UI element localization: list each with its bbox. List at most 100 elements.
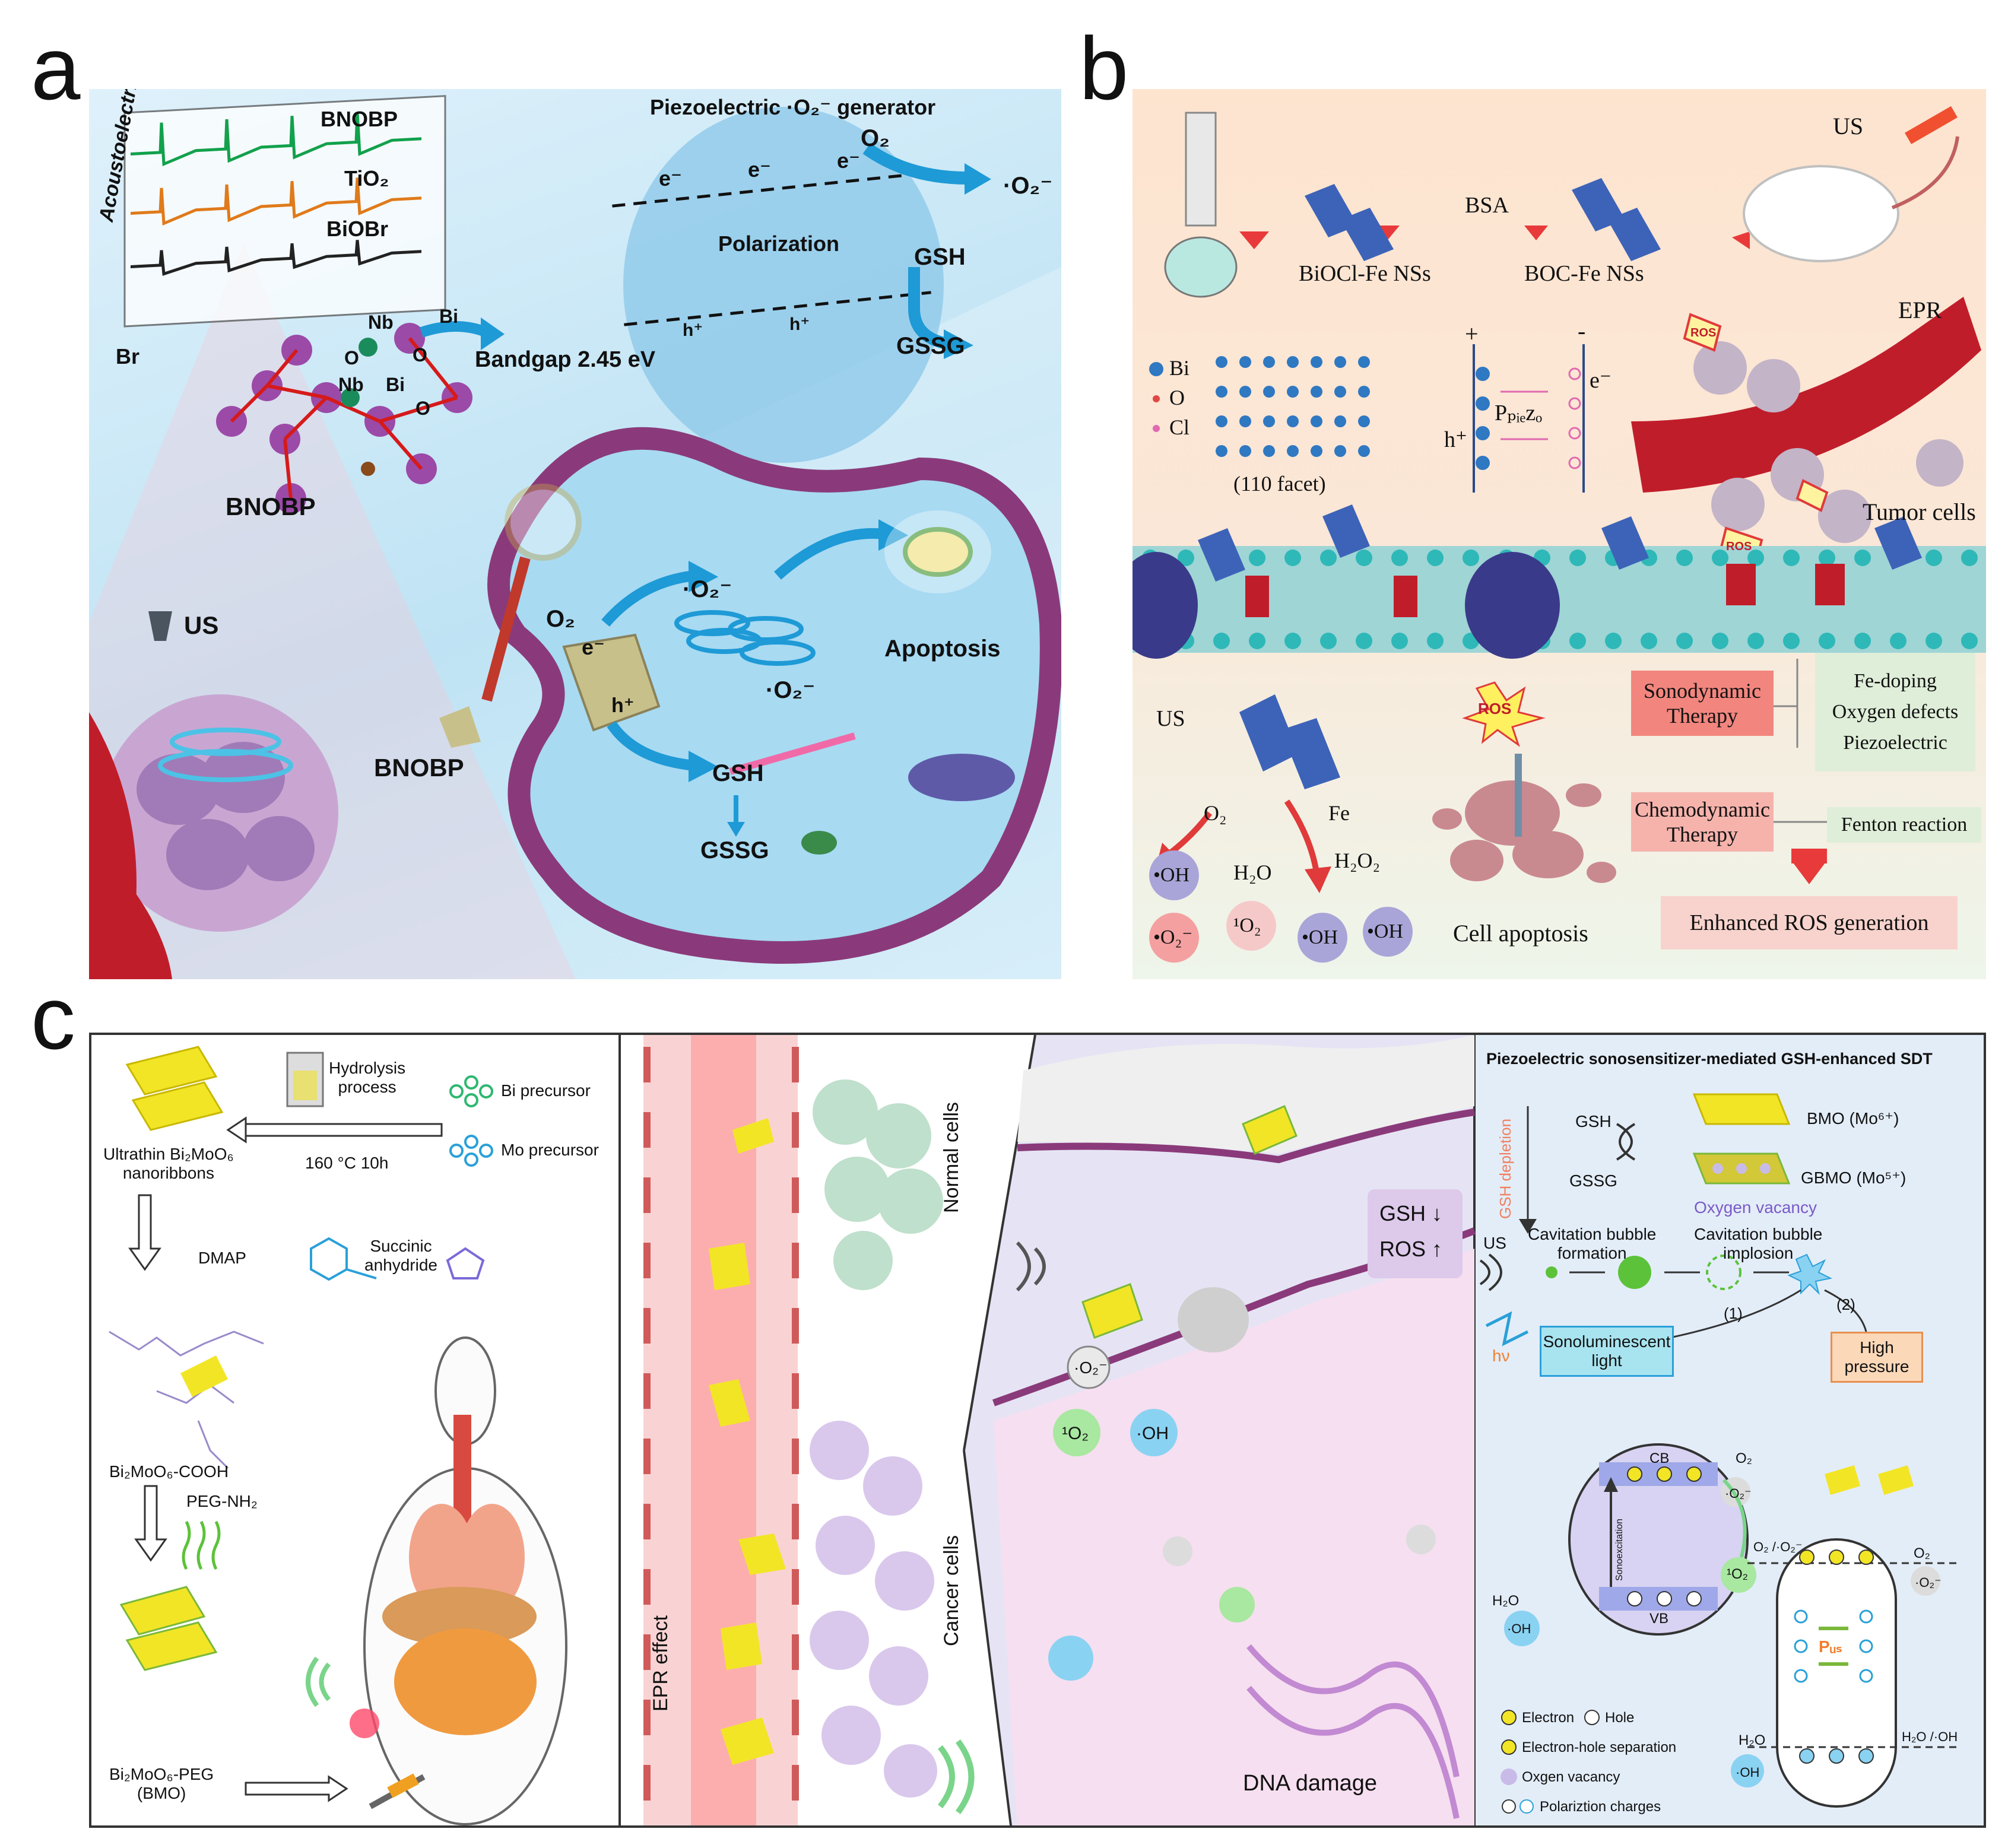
superoxide-c: ·O₂⁻ bbox=[1074, 1358, 1108, 1377]
electron-in-cell: e⁻ bbox=[582, 635, 605, 659]
step-1-label: (1) bbox=[1724, 1304, 1743, 1322]
hole-1: h⁺ bbox=[683, 320, 703, 340]
h2o2-b: H₂O₂ bbox=[1334, 849, 1381, 872]
mechanism-oxygen-defects: Oxygen defects bbox=[1832, 701, 1959, 723]
crystal-structure bbox=[216, 323, 472, 514]
gssg-cell: GSSG bbox=[700, 837, 769, 863]
us-right: US bbox=[1483, 1234, 1506, 1252]
plus-sign: + bbox=[1465, 320, 1479, 347]
p-piezo: Pₚᵢₑzₒ bbox=[1495, 401, 1543, 426]
epr-effect-label: EPR effect bbox=[649, 1615, 672, 1712]
right-panel-title: Piezoelectric sonosensitizer-mediated GS… bbox=[1486, 1050, 1933, 1068]
tumor-mass bbox=[101, 694, 338, 932]
legend-electron: Electron bbox=[1522, 1710, 1575, 1726]
gsh-cell: GSH bbox=[712, 760, 764, 786]
e-minus-b: e⁻ bbox=[1590, 368, 1612, 393]
vb-label: VB bbox=[1649, 1611, 1669, 1627]
generator-title: Piezoelectric ·O₂⁻ generator bbox=[650, 95, 936, 119]
sonoluminescent-box: Sonoluminescent light bbox=[1540, 1326, 1674, 1377]
panel-c: Hydrolysis process Bi precursor Mo precu… bbox=[89, 1033, 1986, 1828]
superoxide-cell-1: ·O₂⁻ bbox=[683, 576, 732, 602]
trace-label-tio2: TiO₂ bbox=[344, 166, 389, 190]
hole-in-cell: h⁺ bbox=[611, 694, 635, 717]
o2-band: O₂ bbox=[1736, 1450, 1752, 1466]
atom-bi-2: Bi bbox=[386, 374, 405, 395]
us-label-b: US bbox=[1833, 113, 1864, 139]
acoustoelectric-plot bbox=[123, 95, 446, 328]
fe-b: Fe bbox=[1328, 801, 1350, 825]
legend-polarization: Polariztion charges bbox=[1540, 1799, 1661, 1815]
superoxide-band: ·O₂⁻ bbox=[1725, 1486, 1752, 1501]
atom-br: Br bbox=[116, 344, 140, 369]
enhanced-ros-box: Enhanced ROS generation bbox=[1661, 896, 1958, 950]
fenton-box: Fenton reaction bbox=[1827, 807, 1981, 843]
panel-b-graphics bbox=[1133, 106, 1986, 963]
step-biocl-fe: BiOCl-Fe NSs bbox=[1299, 261, 1431, 286]
legend-cl: Cl bbox=[1169, 415, 1190, 439]
bmo-label: Bi₂MoO₆-PEG (BMO) bbox=[109, 1765, 214, 1803]
gsh-depletion-label: GSH depletion bbox=[1496, 1118, 1514, 1219]
h2o-b: H₂O bbox=[1233, 861, 1272, 884]
step-boc-fe: BOC-Fe NSs bbox=[1524, 261, 1644, 286]
trace-label-biobr: BiOBr bbox=[326, 217, 389, 241]
h2o-band: H₂O bbox=[1492, 1593, 1520, 1609]
mechanism-fe-doping: Fe-doping bbox=[1854, 670, 1937, 692]
conditions-label: 160 °C 10h bbox=[305, 1154, 389, 1172]
cancer-cells-label: Cancer cells bbox=[940, 1535, 963, 1646]
sonoexcitation-label: Sonoexcitation bbox=[1614, 1519, 1625, 1581]
electron-1: e⁻ bbox=[659, 166, 683, 190]
mo-precursor-label: Mo precursor bbox=[501, 1141, 599, 1159]
nanoribbons-label: Ultrathin Bi₂MoO₆ nanoribbons bbox=[103, 1145, 234, 1183]
cb-label: CB bbox=[1649, 1450, 1670, 1466]
facet-label: (110 facet) bbox=[1233, 472, 1326, 496]
legend-bi: Bi bbox=[1169, 356, 1190, 380]
panel-b: BiOCl-Fe NSs BSA BOC-Fe NSs US EPR Tumor… bbox=[1133, 89, 1986, 979]
succinic-label: Succinic anhydride bbox=[364, 1237, 437, 1275]
singlet-b: ¹O₂ bbox=[1233, 915, 1261, 936]
bmo-right: BMO (Mo⁶⁺) bbox=[1807, 1109, 1899, 1128]
panel-a-graphics bbox=[89, 95, 1061, 979]
atom-o-1: O bbox=[344, 347, 359, 369]
epr-label: EPR bbox=[1898, 297, 1942, 323]
bsa-label: BSA bbox=[1465, 193, 1509, 218]
atom-o-2: O bbox=[413, 344, 427, 366]
ros-up-label: ROS ↑ bbox=[1379, 1237, 1443, 1261]
legend-hole: Hole bbox=[1605, 1710, 1635, 1726]
oxygen-vacancy-label: Oxygen vacancy bbox=[1694, 1198, 1817, 1217]
o2-radical-b: •O₂⁻ bbox=[1153, 926, 1193, 948]
trace-label-bnobp: BNOBP bbox=[321, 107, 398, 131]
crystal-material-label: BNOBP bbox=[226, 493, 316, 520]
minus-sign: - bbox=[1578, 317, 1586, 344]
hv-label: hν bbox=[1492, 1347, 1510, 1365]
panel-b-letter: b bbox=[1079, 18, 1129, 118]
panel-c-letter: c bbox=[31, 968, 75, 1068]
mechanism-piezoelectric: Piezoelectric bbox=[1843, 732, 1947, 754]
chemodynamic-box: Chemodynamic Therapy bbox=[1631, 792, 1774, 852]
o2-capsule: O₂ bbox=[1914, 1545, 1930, 1561]
peg-nh2-label: PEG-NH₂ bbox=[186, 1492, 258, 1510]
cooh-label: Bi₂MoO₆-COOH bbox=[109, 1462, 229, 1481]
singlet-c: ¹O₂ bbox=[1062, 1424, 1089, 1443]
us-label: US bbox=[184, 611, 219, 639]
sonodynamic-box: Sonodynamic Therapy bbox=[1631, 671, 1774, 736]
panel-c-graphics bbox=[109, 1035, 1984, 1825]
mouse bbox=[1743, 165, 1899, 262]
ros-burst-label: ROS bbox=[1478, 700, 1512, 717]
oh-c: ·OH bbox=[1136, 1424, 1169, 1443]
bandgap-label: Bandgap 2.45 eV bbox=[475, 347, 656, 372]
atom-nb-1: Nb bbox=[368, 312, 394, 333]
gssg-right: GSSG bbox=[1569, 1171, 1617, 1190]
electron-3: e⁻ bbox=[837, 148, 861, 173]
o2-in-cell: O₂ bbox=[546, 606, 575, 632]
cell-material-label: BNOBP bbox=[374, 754, 464, 782]
oh-b-3: •OH bbox=[1367, 920, 1404, 942]
o2-label: O₂ bbox=[861, 125, 890, 151]
singlet-band: ¹O₂ bbox=[1727, 1566, 1748, 1582]
oh-b-1: •OH bbox=[1153, 864, 1190, 886]
electron-2: e⁻ bbox=[748, 157, 772, 182]
panel-a: Acoustoelectric BNOBP TiO₂ BiOBr Piezoel… bbox=[89, 89, 1061, 979]
blood-vessel-b bbox=[1631, 297, 1981, 493]
gsh-top: GSH bbox=[914, 244, 966, 270]
step-2-label: (2) bbox=[1836, 1295, 1855, 1313]
mechanism-box: Fe-doping Oxygen defects Piezoelectric bbox=[1815, 653, 1975, 771]
